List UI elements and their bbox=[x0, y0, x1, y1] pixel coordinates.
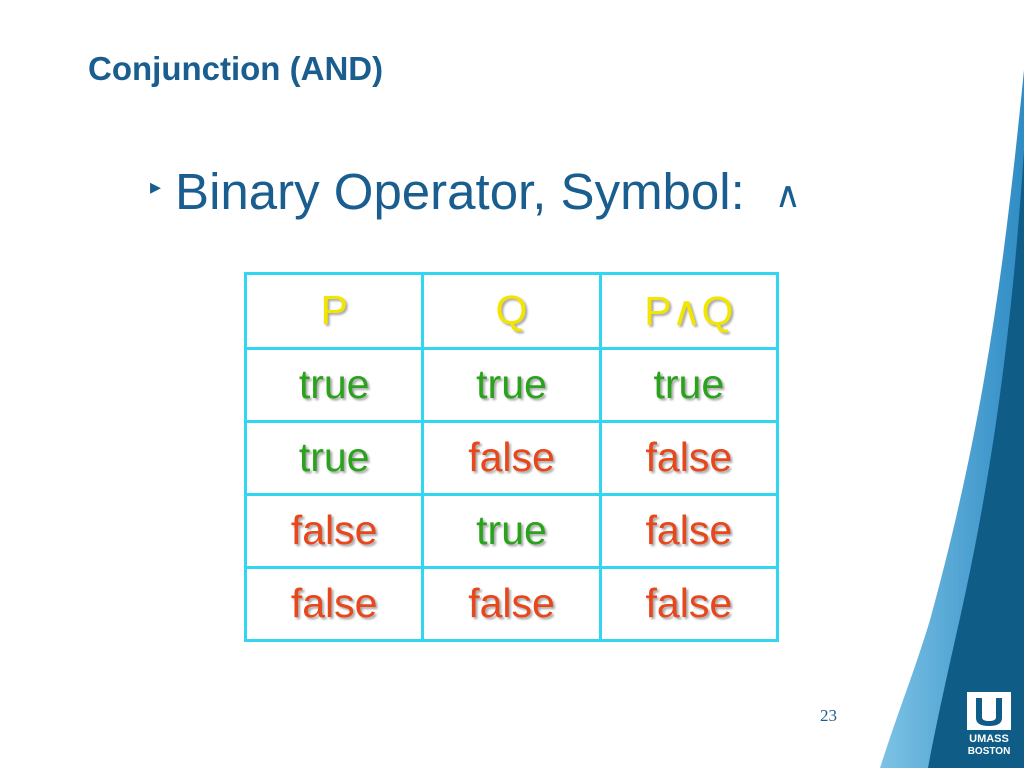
table-row: true true true bbox=[243, 346, 780, 423]
truth-table: P Q P∧Q true true true true false false … bbox=[243, 272, 780, 643]
header-cell-q: Q bbox=[421, 272, 602, 350]
table-cell: false bbox=[243, 565, 425, 643]
header-cell-p-and-q: P∧Q bbox=[598, 272, 780, 350]
table-cell: true bbox=[243, 346, 425, 423]
table-row: true false false bbox=[243, 419, 780, 496]
table-row: false false false bbox=[243, 565, 780, 643]
swoosh-dark-band bbox=[928, 150, 1024, 768]
logo-u-mark bbox=[976, 698, 1002, 726]
table-cell: true bbox=[421, 492, 602, 569]
table-cell: false bbox=[243, 492, 425, 569]
header-cell-p: P bbox=[243, 272, 425, 350]
table-cell: true bbox=[243, 419, 425, 496]
table-cell: false bbox=[598, 419, 780, 496]
bullet-triangle-icon: ▸ bbox=[150, 175, 162, 200]
and-symbol: ∧ bbox=[774, 175, 802, 216]
page-number: 23 bbox=[820, 706, 837, 725]
table-cell: false bbox=[421, 419, 602, 496]
table-cell: true bbox=[598, 346, 780, 423]
table-cell: false bbox=[598, 492, 780, 569]
bullet-text: Binary Operator, Symbol: bbox=[175, 163, 745, 220]
umass-boston-logo: UMASS BOSTON bbox=[967, 692, 1011, 757]
table-cell: false bbox=[421, 565, 602, 643]
table-row: false true false bbox=[243, 492, 780, 569]
table-header-row: P Q P∧Q bbox=[243, 272, 780, 350]
logo-text-umass: UMASS bbox=[969, 733, 1009, 745]
table-cell: false bbox=[598, 565, 780, 643]
table-cell: true bbox=[421, 346, 602, 423]
slide-title: Conjunction (AND) bbox=[88, 50, 384, 87]
bullet-item: ▸ Binary Operator, Symbol: ∧ bbox=[150, 162, 801, 221]
logo-text-boston: BOSTON bbox=[968, 746, 1011, 757]
